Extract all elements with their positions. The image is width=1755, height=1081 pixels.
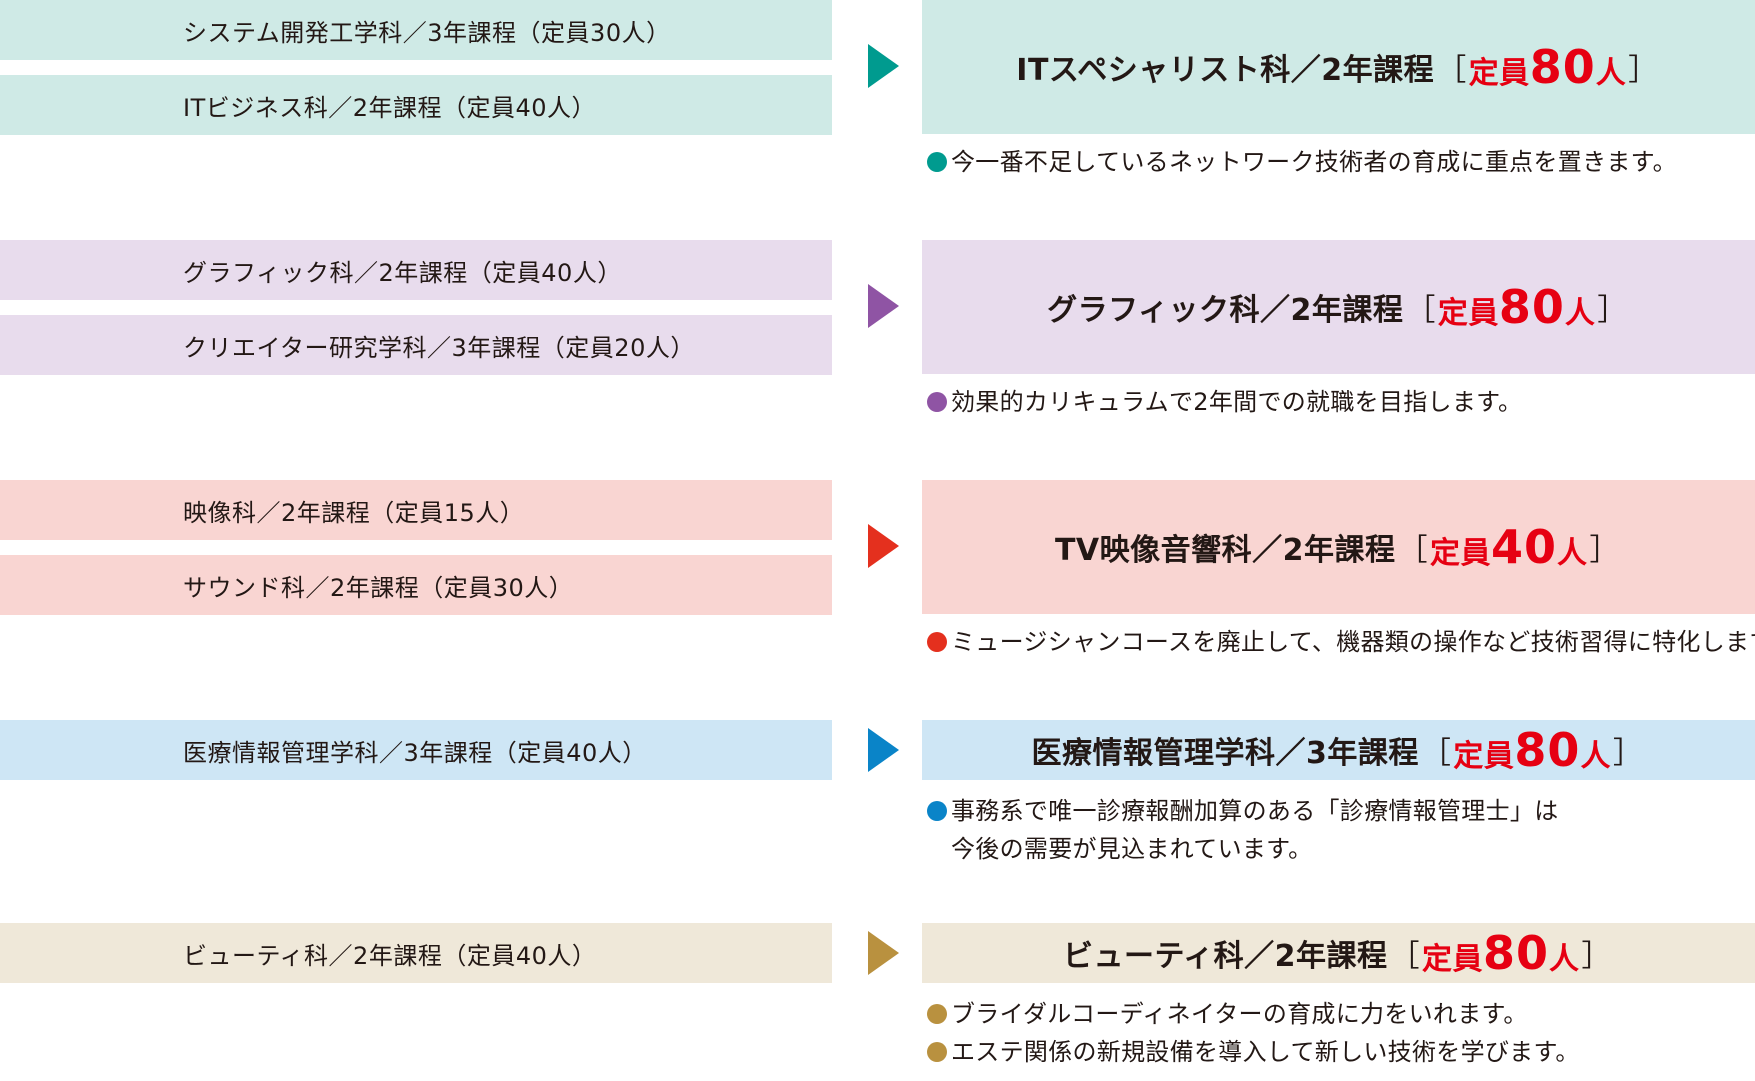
destination-name: ITスペシャリスト科／2年課程 [1016,53,1435,88]
arrow-icon [868,284,899,328]
description-line: 今一番不足しているネットワーク技術者の育成に重点を置きます。 [927,143,1755,181]
capacity-label: 定員 [1437,296,1499,331]
bullet-dot-icon [927,152,947,172]
bracket-open: ［ [1420,736,1452,771]
destination-department-it: ITスペシャリスト科／2年課程［定員80人］ [922,0,1755,134]
capacity-label: 定員 [1422,942,1484,977]
bracket-close: ］ [1597,293,1628,328]
arrow-icon [868,931,899,975]
destination-department-beauty: ビューティ科／2年課程［定員80人］ [922,923,1755,983]
bullet-dot-icon [927,392,947,412]
capacity: 定員80人 [1438,280,1596,334]
source-department-graphic-2: クリエイター研究学科／3年課程（定員20人） [0,315,832,375]
description-line: ミュージシャンコースを廃止して、機器類の操作など技術習得に特化します。 [927,623,1755,661]
bullet-dot-icon [927,1042,947,1062]
description-text: 今後の需要が見込まれています。 [951,835,1313,863]
destination-department-tv: TV映像音響科／2年課程［定員40人］ [922,480,1755,614]
source-department-medical-1: 医療情報管理学科／3年課程（定員40人） [0,720,832,780]
arrow-icon [868,524,899,568]
bracket-open: ［ [1397,533,1429,568]
description-text: 今一番不足しているネットワーク技術者の育成に重点を置きます。 [951,148,1677,176]
description-line: エステ関係の新規設備を導入して新しい技術を学びます。 [927,1033,1755,1071]
description-line: 効果的カリキュラムで2年間での就職を目指します。 [927,383,1755,421]
capacity: 定員80人 [1453,723,1611,777]
capacity: 定員80人 [1422,926,1580,980]
bracket-close: ］ [1589,533,1621,568]
source-department-it-2: ITビジネス科／2年課程（定員40人） [0,75,832,135]
bracket-close: ］ [1612,736,1644,771]
group-it: システム開発工学科／3年課程（定員30人） ITビジネス科／2年課程（定員40人）… [0,0,1755,191]
destination-department-medical: 医療情報管理学科／3年課程［定員80人］ [922,720,1755,780]
capacity-label: 定員 [1453,739,1515,774]
description-text: ブライダルコーディネイターの育成に力をいれます。 [951,1000,1528,1028]
source-department-tv-2: サウンド科／2年課程（定員30人） [0,555,832,615]
bracket-close: ］ [1628,53,1659,88]
destination-name: 医療情報管理学科／3年課程 [1031,736,1419,771]
source-department-it-1: システム開発工学科／3年課程（定員30人） [0,0,832,60]
bullet-dot-icon [927,801,947,821]
source-department-graphic-1: グラフィック科／2年課程（定員40人） [0,240,832,300]
destination-name: TV映像音響科／2年課程 [1054,533,1396,568]
group-medical: 医療情報管理学科／3年課程（定員40人） 医療情報管理学科／3年課程［定員80人］… [0,720,1755,863]
description-beauty: ブライダルコーディネイターの育成に力をいれます。エステ関係の新規設備を導入して新… [927,995,1755,1071]
capacity-unit: 人 [1580,739,1611,774]
capacity-number: 80 [1529,40,1596,94]
capacity: 定員40人 [1430,520,1588,574]
bracket-open: ［ [1405,293,1436,328]
arrow-icon [868,44,899,88]
bullet-dot-icon [927,1004,947,1024]
description-text: ミュージシャンコースを廃止して、機器類の操作など技術習得に特化します。 [951,628,1755,656]
capacity-number: 80 [1514,723,1581,777]
capacity-number: 80 [1498,280,1565,334]
description-tv: ミュージシャンコースを廃止して、機器類の操作など技術習得に特化します。 [927,623,1755,661]
capacity-unit: 人 [1564,296,1596,331]
description-text: 事務系で唯一診療報酬加算のある「診療情報管理士」は [951,797,1559,825]
description-graphic: 効果的カリキュラムで2年間での就職を目指します。 [927,383,1755,421]
capacity-unit: 人 [1595,56,1627,91]
capacity-unit: 人 [1549,942,1580,977]
bracket-open: ［ [1436,53,1467,88]
capacity: 定員80人 [1469,40,1627,94]
destination-department-graphic: グラフィック科／2年課程［定員80人］ [922,240,1755,374]
description-text: 効果的カリキュラムで2年間での就職を目指します。 [951,388,1523,416]
source-department-beauty-1: ビューティ科／2年課程（定員40人） [0,923,832,983]
bracket-open: ［ [1389,939,1421,974]
description-line: ブライダルコーディネイターの育成に力をいれます。 [927,995,1755,1033]
bracket-close: ］ [1581,939,1613,974]
group-beauty: ビューティ科／2年課程（定員40人） ビューティ科／2年課程［定員80人］ ブライダ… [0,923,1755,1081]
bullet-dot-icon [927,632,947,652]
description-medical: 事務系で唯一診療報酬加算のある「診療情報管理士」は今後の需要が見込まれています。 [927,792,1755,868]
group-graphic: グラフィック科／2年課程（定員40人） クリエイター研究学科／3年課程（定員20人… [0,240,1755,431]
description-text: エステ関係の新規設備を導入して新しい技術を学びます。 [951,1038,1580,1066]
destination-name: グラフィック科／2年課程 [1047,293,1404,328]
description-line: 事務系で唯一診療報酬加算のある「診療情報管理士」は [927,792,1755,830]
group-tv: 映像科／2年課程（定員15人） サウンド科／2年課程（定員30人） TV映像音響科／… [0,480,1755,671]
source-department-tv-1: 映像科／2年課程（定員15人） [0,480,832,540]
capacity-unit: 人 [1557,536,1588,571]
arrow-icon [868,728,899,772]
destination-name: ビューティ科／2年課程 [1062,939,1388,974]
capacity-label: 定員 [1468,56,1530,91]
description-line: 今後の需要が見込まれています。 [927,830,1755,868]
description-it: 今一番不足しているネットワーク技術者の育成に重点を置きます。 [927,143,1755,181]
capacity-number: 80 [1483,926,1550,980]
capacity-label: 定員 [1430,536,1492,571]
capacity-number: 40 [1491,520,1558,574]
